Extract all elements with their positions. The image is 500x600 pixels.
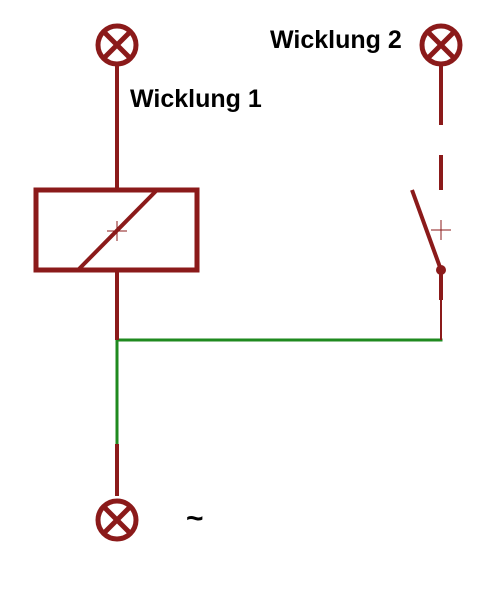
- winding-1-label: Wicklung 1: [130, 85, 262, 113]
- terminal-ac: [95, 498, 139, 542]
- switch-blade: [410, 189, 443, 271]
- terminal-cross-b: [103, 31, 131, 59]
- terminal-winding-2: [419, 23, 463, 67]
- connection-wire: [115, 338, 443, 446]
- switch-pivot: [436, 265, 446, 275]
- relay-coil: [33, 187, 200, 273]
- terminal-winding-1: [95, 23, 139, 67]
- terminal-ring: [419, 23, 463, 67]
- component-wiring: [115, 66, 443, 496]
- terminal-cross-b: [427, 31, 455, 59]
- terminal-ring: [95, 23, 139, 67]
- switch-contact: [410, 189, 451, 275]
- terminal-ring: [95, 498, 139, 542]
- ac-symbol-label: ~: [186, 502, 204, 535]
- winding-2-label: Wicklung 2: [270, 26, 402, 54]
- terminal-cross-b: [103, 506, 131, 534]
- coil-body: [33, 187, 200, 273]
